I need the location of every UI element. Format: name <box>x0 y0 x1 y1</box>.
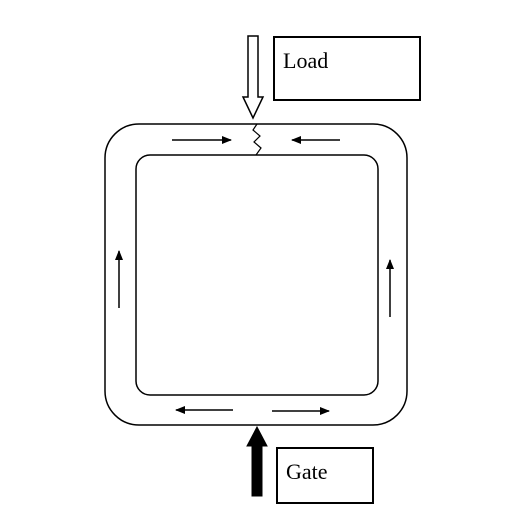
gate-arrow <box>246 425 268 497</box>
load-label: Load <box>283 48 329 73</box>
weld-line <box>252 123 262 156</box>
inner-frame <box>135 154 379 396</box>
outer-frame <box>104 123 408 426</box>
gate-label: Gate <box>286 459 328 484</box>
load-arrow <box>241 35 265 120</box>
load-label-box: Load <box>273 36 421 101</box>
gate-label-box: Gate <box>276 447 374 504</box>
